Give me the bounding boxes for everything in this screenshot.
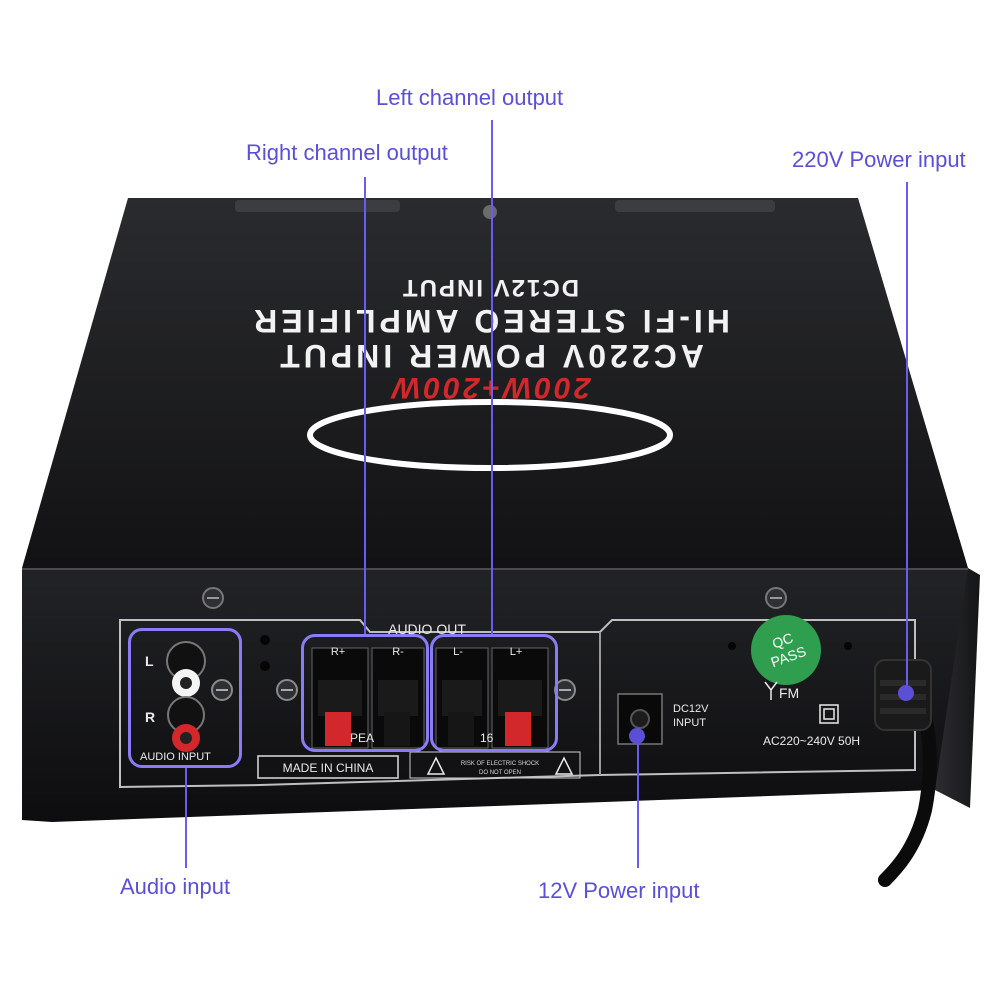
right-channel-highlight — [301, 634, 429, 752]
indicator-hole-2 — [260, 661, 270, 671]
top-print-wattage: 200W+200W — [389, 371, 591, 404]
warning-triangle-right-icon — [554, 756, 574, 775]
audio-input-highlight — [128, 628, 242, 768]
rear-screw-left — [202, 587, 224, 609]
double-insulation-inner — [823, 708, 835, 720]
warning-text-2: DO NOT OPEN — [479, 770, 521, 776]
dc12v-label-1: DC12V — [673, 703, 709, 715]
connector-plate-outline — [119, 619, 916, 789]
rca-jack-right[interactable] — [167, 696, 205, 752]
made-in-china-badge — [257, 755, 399, 779]
top-print-block: DC12V INPUT HI-FI STEREO AMPLIFIER AC220… — [250, 274, 730, 404]
audio-input-label: Audio input — [120, 874, 231, 899]
top-print-ac220v: AC220V POWER INPUT — [276, 338, 704, 374]
callout-line-left-channel — [491, 120, 493, 634]
audio-out-title: AUDIO OUT — [388, 621, 466, 637]
strain-relief-ridge-1 — [880, 680, 926, 686]
callout-line-right-channel — [364, 177, 366, 634]
strain-relief-ridge-3 — [880, 708, 926, 714]
terminal-screw-right — [554, 679, 576, 701]
ac-rating-label: AC220~240V 50H — [763, 734, 860, 748]
panel-dot-1 — [728, 642, 736, 650]
qc-pass-sticker — [751, 615, 821, 685]
rca-mount-screw — [211, 679, 233, 701]
terminal-label-r-plus: R+ — [331, 646, 345, 658]
top-print-dc12v: DC12V INPUT — [401, 274, 579, 301]
warning-block — [409, 751, 581, 779]
top-vent-left — [235, 200, 400, 212]
terminal-screw-left — [276, 679, 298, 701]
callout-line-220v — [906, 182, 908, 690]
top-vent-right — [615, 200, 775, 212]
speaker-terminal-l-minus[interactable] — [435, 647, 489, 749]
top-oval-logo — [307, 399, 673, 471]
callout-dot-220v — [898, 685, 914, 701]
right-channel-output-label: Right channel output — [246, 140, 448, 165]
panel-dot-2 — [844, 642, 852, 650]
power-12v-input-label: 12V Power input — [538, 878, 700, 903]
indicator-hole-1 — [260, 635, 270, 645]
fm-antenna-icon — [764, 681, 778, 700]
qc-text: QC — [770, 629, 795, 651]
top-screw — [483, 205, 497, 219]
callout-dot-12v — [629, 728, 645, 744]
double-insulation-icon — [819, 704, 839, 724]
made-in-china-text: MADE IN CHINA — [283, 761, 374, 775]
warning-text-1: RISK OF ELECTRIC SHOCK — [461, 761, 539, 767]
dc12v-jack-socket — [630, 709, 650, 729]
speaker-terminal-r-minus[interactable] — [371, 647, 425, 749]
speaker-label-fragment-2: 16 — [480, 731, 494, 745]
fm-label: FM — [779, 685, 799, 701]
callout-line-12v — [637, 738, 639, 868]
terminal-label-l-plus: L+ — [510, 646, 523, 658]
rear-screw-right — [765, 587, 787, 609]
terminal-label-l-minus: L- — [453, 646, 463, 658]
speaker-terminal-l-plus[interactable] — [491, 647, 549, 749]
dc12v-label-2: INPUT — [673, 717, 706, 729]
terminal-label-r-minus: R- — [392, 646, 404, 658]
power-220v-input-label: 220V Power input — [792, 147, 966, 172]
audio-input-panel-label: AUDIO INPUT — [140, 751, 211, 763]
callout-line-audio-input — [185, 768, 187, 868]
amplifier-top-cover — [22, 198, 968, 568]
rca-jack-left[interactable] — [166, 641, 206, 697]
speaker-terminal-r-plus[interactable] — [311, 647, 369, 749]
left-channel-output-label: Left channel output — [376, 85, 564, 110]
top-print-hifi: HI-FI STEREO AMPLIFIER — [250, 303, 730, 339]
rca-left-label: L — [145, 653, 154, 669]
warning-triangle-left-icon — [426, 756, 446, 775]
left-channel-highlight — [430, 634, 558, 752]
rca-right-label: R — [145, 709, 155, 725]
speaker-label-fragment-1: PEA — [350, 731, 374, 745]
